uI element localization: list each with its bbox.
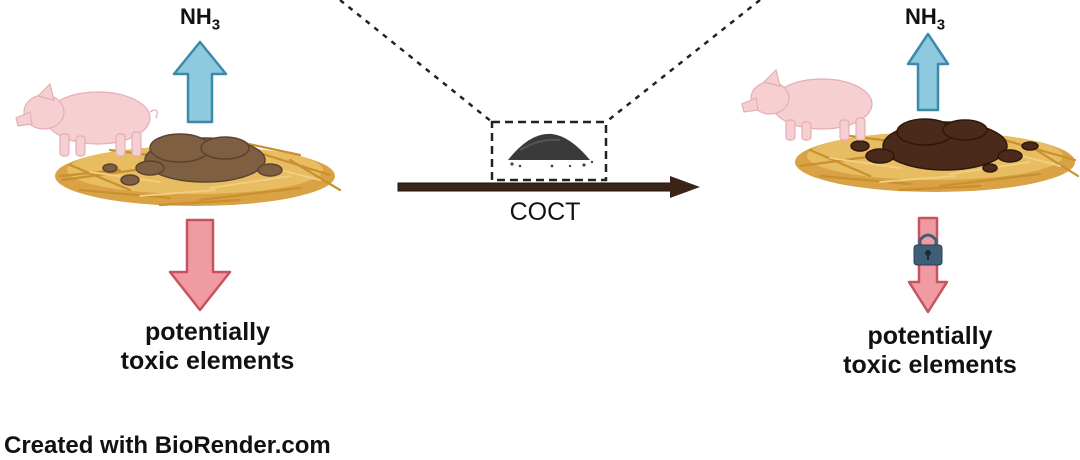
pte-down-arrow-left bbox=[168, 218, 232, 312]
manure-pile-icon bbox=[850, 118, 1039, 173]
pte-label-right-line2: toxic elements bbox=[843, 351, 1017, 379]
pig-icon bbox=[15, 82, 158, 157]
left-scene bbox=[15, 40, 342, 312]
pte-label-right-line1: potentially bbox=[867, 322, 993, 350]
padlock-icon bbox=[913, 233, 943, 266]
pte-label-left-line2: toxic elements bbox=[120, 347, 295, 375]
right-scene bbox=[741, 32, 1080, 314]
biochar-pile-icon bbox=[508, 133, 594, 168]
nh3-up-arrow-left bbox=[172, 40, 228, 124]
pig-icon bbox=[741, 68, 873, 141]
coct-label: COCT bbox=[509, 198, 581, 226]
pte-label-left: potentially toxic elements bbox=[90, 318, 325, 376]
manure-pile-icon bbox=[102, 133, 283, 186]
nh3-label-left: NH3 bbox=[179, 4, 221, 34]
zoom-lines bbox=[339, 0, 761, 123]
pte-label-right: potentially toxic elements bbox=[805, 322, 1055, 380]
center-treatment bbox=[397, 120, 700, 198]
nh3-label-right: NH3 bbox=[904, 4, 946, 34]
zoom-box bbox=[490, 120, 608, 182]
biorender-credit: Created with BioRender.com bbox=[4, 432, 331, 459]
main-process-arrow bbox=[397, 176, 700, 198]
nh3-up-arrow-right bbox=[906, 32, 950, 112]
pte-label-left-line1: potentially bbox=[144, 318, 270, 346]
